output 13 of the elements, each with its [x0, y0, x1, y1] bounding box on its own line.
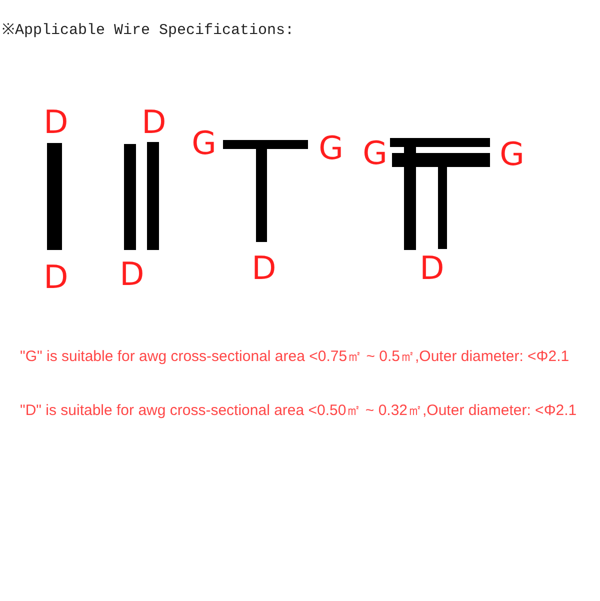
callout-letter: G	[500, 137, 524, 171]
callout-letter: D	[420, 251, 444, 285]
title: ※Applicable Wire Specifications:	[2, 22, 294, 40]
callout-letter: D	[44, 105, 68, 139]
spec-note: "D" is suitable for awg cross-sectional area <0.50㎡ ~ 0.32㎡,Outer diameter: <Φ2.1	[20, 402, 577, 420]
callout-letter: G	[192, 126, 216, 160]
spec-note: "G" is suitable for awg cross-sectional area <0.75㎡ ~ 0.5㎡,Outer diameter: <Φ2.1	[20, 348, 570, 366]
callout-letter: G	[318, 131, 344, 165]
callout-letter: D	[142, 105, 166, 139]
callout-letter: D	[120, 257, 144, 291]
callout-letter: D	[44, 260, 68, 294]
callout-letter: D	[252, 251, 276, 285]
callout-letter: G	[362, 136, 388, 170]
